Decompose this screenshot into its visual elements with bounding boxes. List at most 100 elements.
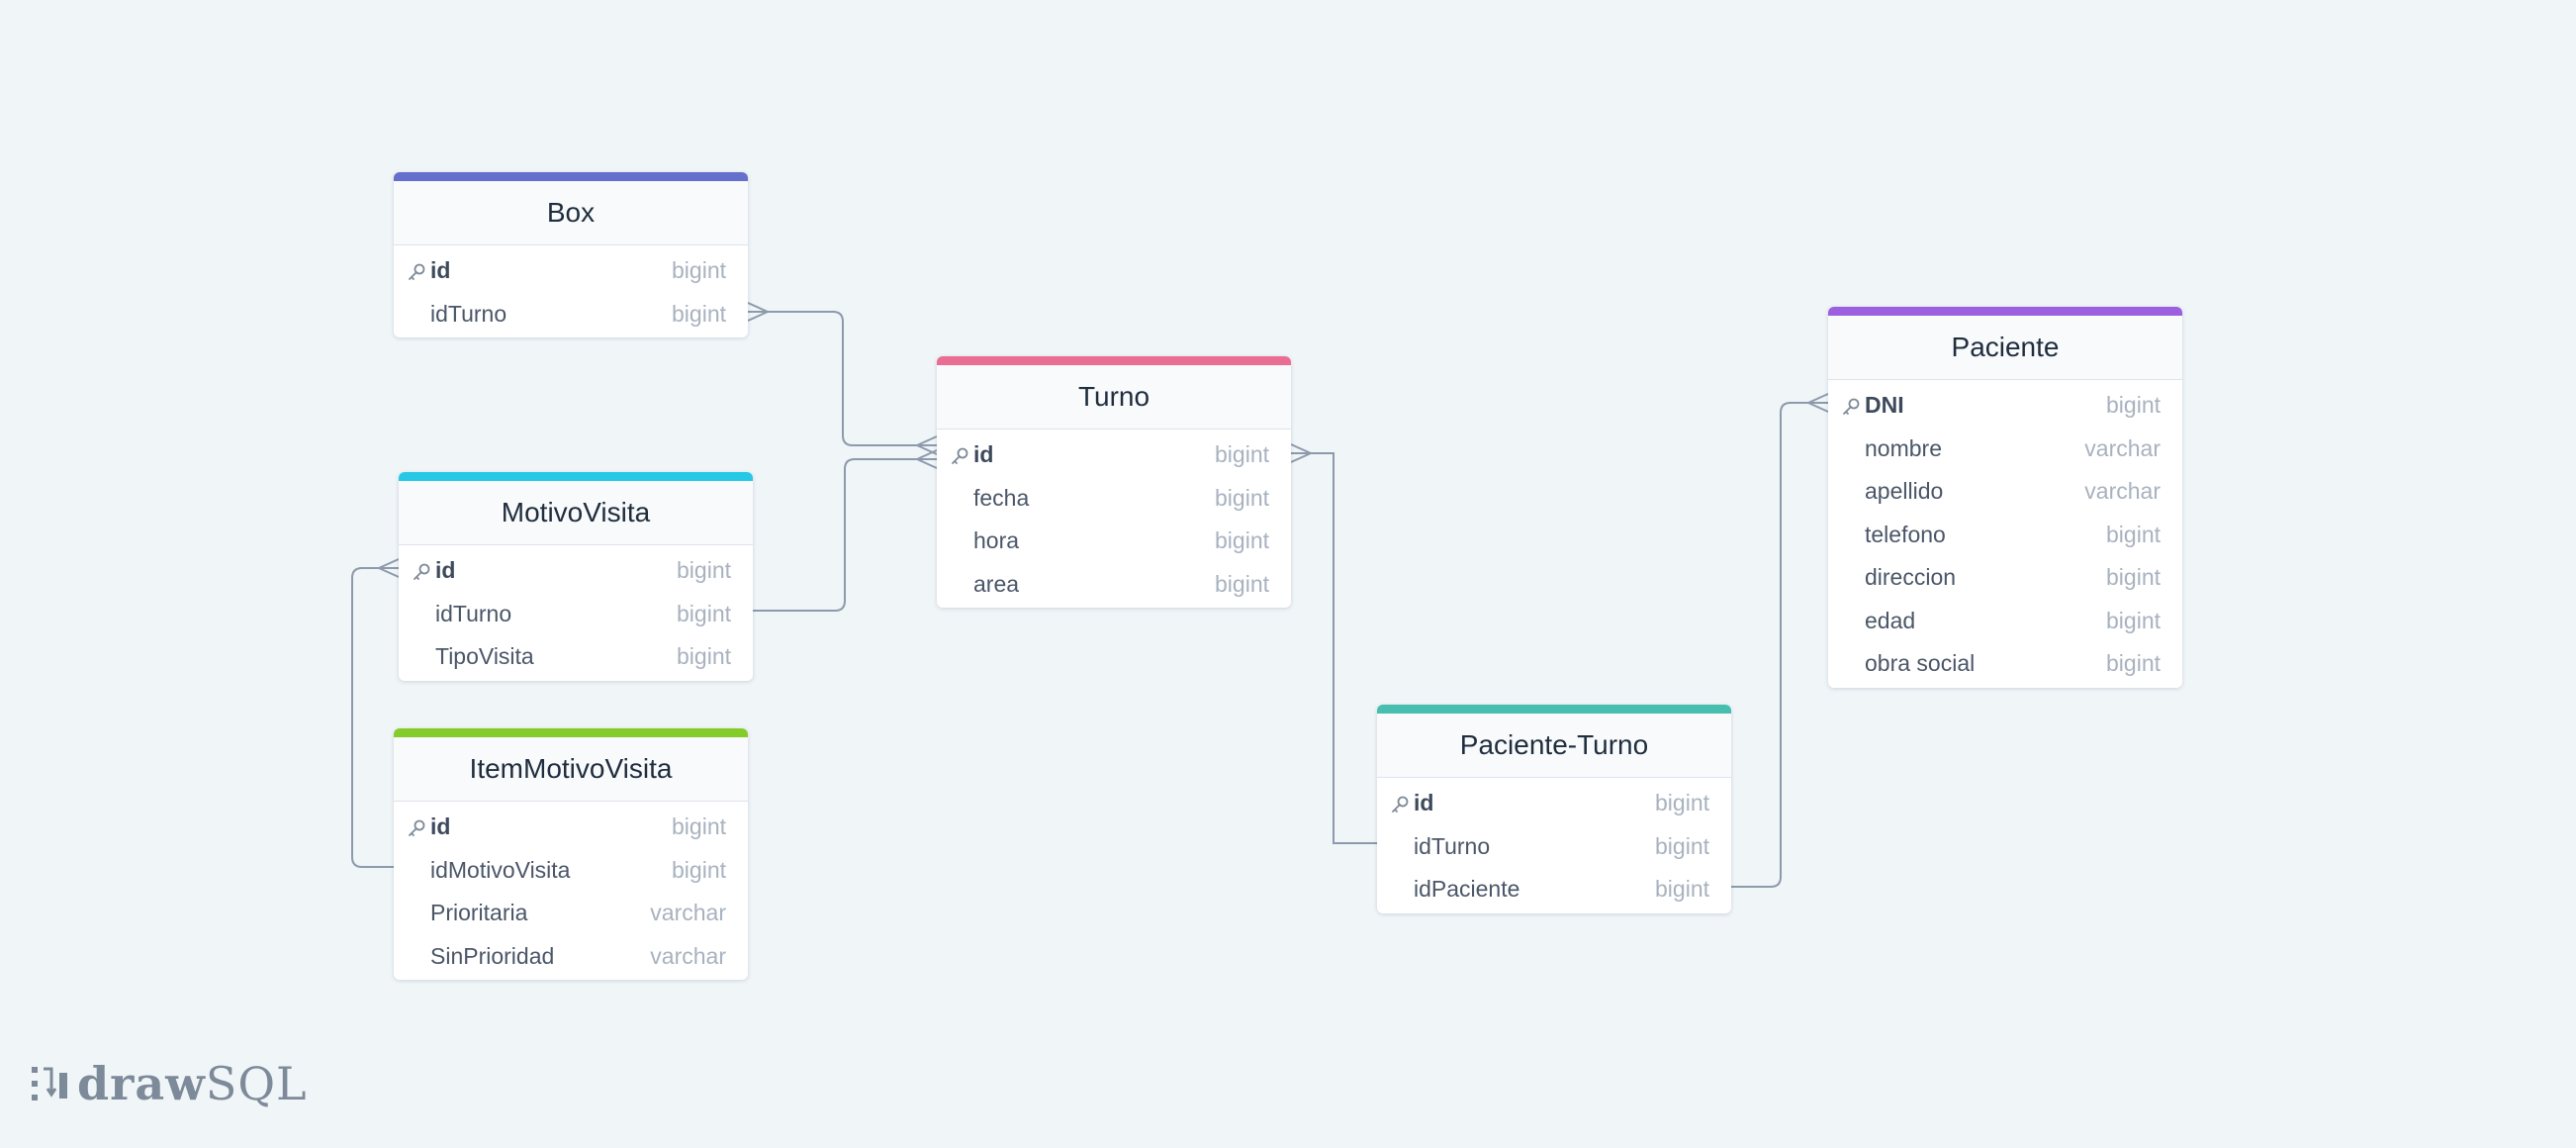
- crows-foot-icon[interactable]: [1290, 443, 1312, 463]
- table-title[interactable]: Paciente: [1828, 316, 2182, 380]
- field-type: varchar: [650, 942, 726, 969]
- field-type: bigint: [1655, 876, 1709, 903]
- field-name: id: [430, 257, 451, 284]
- relation-box-turno[interactable]: [748, 311, 937, 446]
- field-name: id: [1414, 790, 1434, 816]
- table-accent-bar: [399, 472, 753, 481]
- field-name: SinPrioridad: [430, 942, 555, 969]
- field-name: obra social: [1865, 650, 1976, 677]
- primary-key-icon: [1389, 794, 1411, 815]
- field-name: Prioritaria: [430, 900, 528, 926]
- field-row-edad[interactable]: edad bigint: [1828, 600, 2182, 643]
- crows-foot-icon[interactable]: [747, 302, 769, 322]
- primary-key-icon: [406, 817, 427, 839]
- primary-key-icon: [949, 445, 970, 467]
- table-title[interactable]: Turno: [937, 365, 1291, 430]
- field-row-apellido[interactable]: apellido varchar: [1828, 470, 2182, 514]
- field-row-obra-social[interactable]: obra social bigint: [1828, 642, 2182, 686]
- field-type: bigint: [677, 557, 731, 584]
- primary-key-icon: [1840, 396, 1862, 418]
- field-row-id[interactable]: id bigint: [937, 433, 1291, 477]
- field-name: TipoVisita: [435, 643, 534, 670]
- primary-key-icon: [406, 261, 427, 283]
- table-accent-bar: [394, 728, 748, 737]
- field-row-tipovisita[interactable]: TipoVisita bigint: [399, 635, 753, 679]
- table-title[interactable]: Box: [394, 181, 748, 245]
- field-row-id[interactable]: id bigint: [1377, 782, 1731, 825]
- crows-foot-icon[interactable]: [378, 558, 400, 578]
- crows-foot-icon[interactable]: [916, 449, 938, 469]
- field-type: bigint: [1655, 790, 1709, 816]
- table-title[interactable]: ItemMotivoVisita: [394, 737, 748, 802]
- field-row-area[interactable]: area bigint: [937, 563, 1291, 607]
- field-name: id: [430, 813, 451, 840]
- field-type: bigint: [2106, 521, 2161, 547]
- field-type: varchar: [2084, 478, 2161, 505]
- field-type: bigint: [1215, 484, 1269, 511]
- field-name: idMotivoVisita: [430, 856, 571, 883]
- primary-key-icon: [411, 561, 432, 583]
- field-row-idpaciente[interactable]: idPaciente bigint: [1377, 868, 1731, 911]
- field-type: bigint: [2106, 650, 2161, 677]
- field-name: hora: [973, 527, 1020, 554]
- field-name: nombre: [1865, 434, 1942, 461]
- crows-foot-icon[interactable]: [1807, 393, 1829, 413]
- field-row-idmotivovisita[interactable]: idMotivoVisita bigint: [394, 849, 748, 893]
- field-name: DNI: [1865, 392, 1904, 419]
- field-name: idTurno: [430, 300, 507, 327]
- table-accent-bar: [1377, 705, 1731, 714]
- table-title[interactable]: Paciente-Turno: [1377, 714, 1731, 778]
- relation-motivovisita-turno[interactable]: [753, 458, 937, 612]
- field-name: edad: [1865, 607, 1916, 633]
- field-type: bigint: [2106, 607, 2161, 633]
- field-type: bigint: [672, 856, 726, 883]
- field-name: apellido: [1865, 478, 1944, 505]
- table-accent-bar: [1828, 307, 2182, 316]
- relation-pacienteturno-turno[interactable]: [1291, 452, 1377, 844]
- table-accent-bar: [937, 356, 1291, 365]
- field-type: varchar: [2084, 434, 2161, 461]
- field-name: idTurno: [435, 600, 512, 626]
- field-row-nombre[interactable]: nombre varchar: [1828, 428, 2182, 471]
- field-type: bigint: [672, 300, 726, 327]
- field-row-sinprioridad[interactable]: SinPrioridad varchar: [394, 935, 748, 979]
- field-name: area: [973, 570, 1020, 597]
- relation-pacienteturno-paciente[interactable]: [1731, 402, 1828, 888]
- field-type: bigint: [1655, 832, 1709, 859]
- field-name: id: [973, 441, 994, 468]
- field-name: direccion: [1865, 564, 1957, 591]
- field-type: bigint: [677, 643, 731, 670]
- relation-item-motivovisita[interactable]: [351, 567, 399, 868]
- field-name: idPaciente: [1414, 876, 1520, 903]
- table-accent-bar: [394, 172, 748, 181]
- field-type: bigint: [1215, 441, 1269, 468]
- field-type: bigint: [1215, 570, 1269, 597]
- table-title[interactable]: MotivoVisita: [399, 481, 753, 545]
- field-row-idturno[interactable]: idTurno bigint: [394, 293, 748, 336]
